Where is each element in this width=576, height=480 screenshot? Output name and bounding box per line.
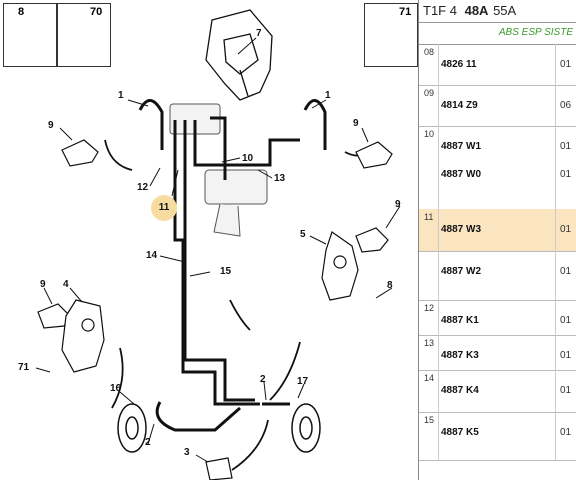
parts-row[interactable]: 10 4887 W1 01 4887 W0 01 — [419, 126, 576, 210]
row-index: 08 — [424, 47, 435, 57]
part-box-8: 8 — [3, 3, 57, 67]
callout-label[interactable]: 9 — [40, 279, 46, 290]
part-code[interactable]: 4887 K4 — [441, 385, 479, 396]
parts-row[interactable]: 11 4887 W3 01 — [419, 209, 576, 252]
callout-label[interactable]: 10 — [242, 153, 254, 164]
callout-label[interactable]: 7 — [256, 28, 262, 39]
part-qty: 01 — [560, 169, 572, 180]
column-divider — [438, 209, 439, 251]
callout-label[interactable]: 14 — [146, 250, 158, 261]
column-divider — [555, 85, 556, 126]
panel-subheader: ABS ESP SISTE — [419, 22, 576, 45]
header-bold: 48A — [464, 3, 489, 18]
row-index: 14 — [424, 373, 435, 383]
part-qty: 01 — [560, 315, 572, 326]
header-suffix: 55A — [493, 3, 517, 18]
callout-label[interactable]: 2 — [260, 374, 266, 385]
parts-row[interactable]: 08 4826 11 01 — [419, 44, 576, 86]
callout-label[interactable]: 1 — [325, 90, 331, 101]
column-divider — [438, 335, 439, 370]
callout-label[interactable]: 8 — [387, 280, 393, 291]
column-divider — [555, 370, 556, 412]
part-qty: 01 — [560, 385, 572, 396]
column-divider — [555, 209, 556, 251]
row-index: 13 — [424, 338, 435, 348]
column-divider — [438, 251, 439, 300]
row-index: 15 — [424, 415, 435, 425]
callout-label[interactable]: 9 — [395, 199, 401, 210]
header-prefix: T1F 4 — [423, 3, 457, 18]
part-qty: 01 — [560, 350, 572, 361]
part-code[interactable]: 4887 W1 — [441, 141, 482, 152]
parts-row[interactable]: 12 4887 K1 01 — [419, 300, 576, 336]
part-code[interactable]: 4887 W3 — [441, 224, 482, 235]
part-qty: 01 — [560, 224, 572, 235]
part-qty: 01 — [560, 427, 572, 438]
part-code[interactable]: 4887 W0 — [441, 169, 482, 180]
part-number-label: 71 — [399, 6, 412, 18]
panel-header: T1F 4 48A 55A — [419, 0, 576, 23]
parts-row[interactable]: 4887 W2 01 — [419, 251, 576, 301]
column-divider — [438, 44, 439, 85]
part-qty: 01 — [560, 141, 572, 152]
subheader-text: ABS ESP SISTE — [498, 27, 573, 38]
part-code[interactable]: 4814 Z9 — [441, 100, 478, 111]
column-divider — [555, 300, 556, 335]
row-index: 11 — [424, 212, 434, 222]
callout-label[interactable]: 9 — [48, 120, 54, 131]
column-divider — [438, 300, 439, 335]
column-divider — [438, 370, 439, 412]
parts-row[interactable]: 09 4814 Z9 06 — [419, 85, 576, 127]
parts-row[interactable]: 15 4887 K5 01 — [419, 412, 576, 461]
part-qty: 01 — [560, 266, 572, 277]
column-divider — [555, 126, 556, 209]
part-code[interactable]: 4887 K1 — [441, 315, 479, 326]
column-divider — [555, 335, 556, 370]
part-code[interactable]: 4887 W2 — [441, 266, 482, 277]
column-divider — [555, 44, 556, 85]
part-code[interactable]: 4826 11 — [441, 59, 477, 70]
callout-label[interactable]: 9 — [353, 118, 359, 129]
row-index: 09 — [424, 88, 435, 98]
part-qty: 06 — [560, 100, 572, 111]
part-box-70: 70 — [57, 3, 111, 67]
parts-diagram: 8 70 71 1 1 9 9 12 10 13 11 7 14 15 9 5 … — [3, 3, 418, 480]
part-code[interactable]: 4887 K3 — [441, 350, 479, 361]
column-divider — [438, 85, 439, 126]
part-number-label: 70 — [90, 6, 103, 18]
brake-line-drawing — [9, 9, 403, 480]
callout-highlighted[interactable]: 11 — [151, 195, 177, 221]
callout-label[interactable]: 15 — [220, 266, 232, 277]
callout-label[interactable]: 1 — [118, 90, 124, 101]
part-number-label: 8 — [18, 6, 25, 18]
callout-label[interactable]: 13 — [274, 173, 286, 184]
callout-label[interactable]: 3 — [184, 447, 190, 458]
parts-row[interactable]: 13 4887 K3 01 — [419, 335, 576, 371]
callout-label[interactable]: 4 — [63, 279, 69, 290]
column-divider — [438, 412, 439, 460]
part-box-71: 71 — [364, 3, 418, 67]
row-index: 10 — [424, 129, 435, 139]
part-code[interactable]: 4887 K5 — [441, 427, 479, 438]
callout-label[interactable]: 71 — [18, 362, 30, 373]
callout-label[interactable]: 5 — [300, 229, 306, 240]
column-divider — [555, 412, 556, 460]
column-divider — [438, 126, 439, 209]
part-qty: 01 — [560, 59, 572, 70]
callout-label[interactable]: 16 — [110, 383, 122, 394]
column-divider — [555, 251, 556, 300]
callout-label[interactable]: 17 — [297, 376, 309, 387]
row-index: 12 — [424, 303, 435, 313]
parts-row[interactable]: 14 4887 K4 01 — [419, 370, 576, 413]
callout-label[interactable]: 12 — [137, 182, 149, 193]
callout-label[interactable]: 2 — [145, 437, 151, 448]
